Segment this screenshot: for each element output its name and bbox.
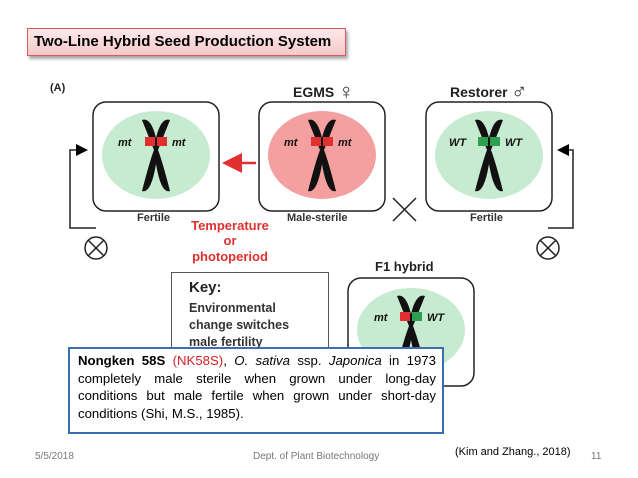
condition-line-3: photoperiod: [192, 249, 268, 264]
note-cultivar-abbr: (NK58S): [172, 353, 224, 368]
right-allele-r: WT: [505, 137, 523, 149]
f1-allele-r: WT: [427, 312, 445, 324]
right-band-l: [478, 137, 488, 146]
right-cell: WT WT Fertile: [425, 101, 553, 224]
note-subspecies: Japonica: [328, 353, 382, 368]
middle-caption: Male-sterile: [287, 212, 348, 224]
egms-label: EGMS: [293, 84, 334, 100]
f1-band-r: [412, 312, 422, 321]
left-cell: mt mt Fertile: [92, 101, 220, 224]
male-symbol: ♂: [511, 79, 528, 104]
right-self-loop: [548, 144, 574, 229]
middle-chromosome: [308, 119, 336, 192]
page-number: 11: [591, 451, 602, 462]
left-band-l: [145, 137, 155, 146]
left-selfing-icon: [84, 236, 108, 260]
note-species: O. sativa: [234, 353, 290, 368]
f1-allele-l: mt: [374, 312, 389, 324]
middle-band-l: [311, 137, 321, 146]
right-selfing-icon: [536, 236, 560, 260]
left-chromosome: [142, 119, 170, 192]
left-band-r: [157, 137, 167, 146]
left-allele-r: mt: [172, 137, 187, 149]
cross-icon: [392, 197, 417, 222]
key-box: Key: Environmental change switches male …: [171, 272, 329, 358]
right-chromosome: [475, 119, 503, 192]
condition-line-1: Temperature: [191, 218, 269, 233]
female-symbol: ♀: [338, 79, 355, 104]
note-body: in 1973 completely male sterile when gro…: [78, 353, 436, 421]
note-ssp: ssp.: [297, 353, 322, 368]
middle-allele-l: mt: [284, 137, 299, 149]
slide-title: Two-Line Hybrid Seed Production System: [27, 28, 346, 56]
note-box: Nongken 58S (NK58S), O. sativa ssp. Japo…: [68, 347, 444, 434]
left-self-loop: [69, 144, 96, 229]
footer-date: 5/5/2018: [35, 451, 74, 462]
f1-band-l: [400, 312, 410, 321]
condition-line-2: or: [224, 233, 237, 248]
middle-band-r: [323, 137, 333, 146]
footer-department: Dept. of Plant Biotechnology: [253, 451, 380, 462]
right-allele-l: WT: [449, 137, 467, 149]
key-title: Key:: [189, 279, 222, 296]
right-caption: Fertile: [470, 212, 503, 224]
note-cultivar-name: Nongken 58S: [78, 353, 166, 368]
middle-cell: mt mt Male-sterile: [258, 101, 386, 224]
restorer-label: Restorer: [450, 84, 508, 100]
key-line-2: change switches: [189, 318, 290, 332]
right-band-r: [490, 137, 500, 146]
left-caption: Fertile: [137, 212, 170, 224]
citation: (Kim and Zhang., 2018): [455, 446, 571, 458]
middle-allele-r: mt: [338, 137, 353, 149]
key-line-1: Environmental: [189, 301, 276, 315]
panel-label: (A): [50, 82, 66, 94]
left-allele-l: mt: [118, 137, 133, 149]
key-line-3: male fertility: [189, 335, 263, 349]
f1-label: F1 hybrid: [375, 259, 434, 274]
